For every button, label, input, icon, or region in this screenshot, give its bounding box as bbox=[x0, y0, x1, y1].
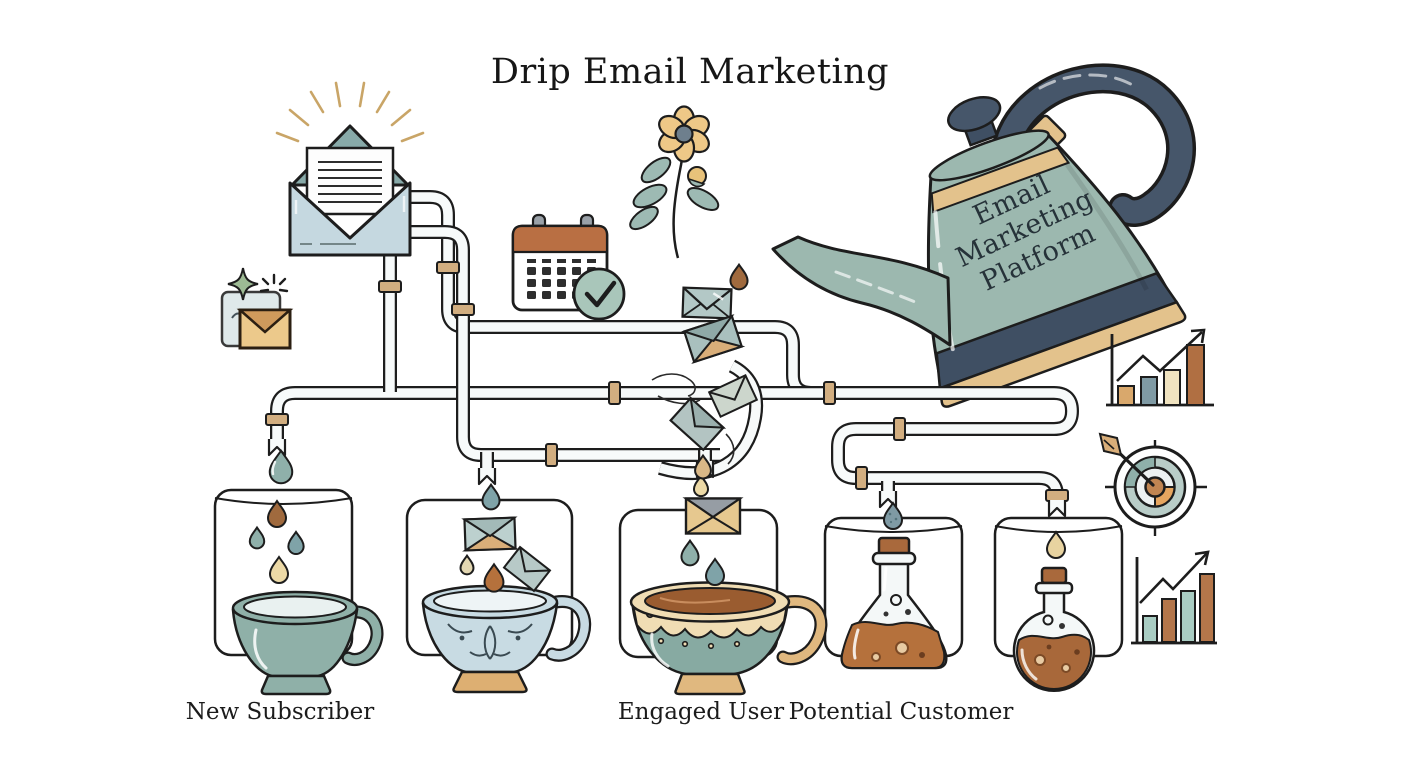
pipe-lower-left-run bbox=[270, 386, 800, 445]
pipe-right-loop bbox=[740, 386, 1080, 506]
kettle-knob bbox=[947, 95, 1002, 133]
envelope-icon bbox=[682, 497, 744, 535]
envelope-icon bbox=[502, 545, 552, 593]
round-flask bbox=[1012, 566, 1096, 692]
sparkle-envelope-icon bbox=[220, 267, 294, 350]
calendar-check-icon bbox=[511, 213, 626, 321]
kettle-body bbox=[926, 95, 1187, 408]
pipe-middle-run bbox=[402, 225, 720, 462]
pipe-coupler bbox=[265, 413, 289, 426]
drop-cream bbox=[1047, 532, 1065, 558]
water-drops bbox=[250, 265, 1065, 592]
pipe-coupler bbox=[608, 381, 621, 405]
pipe-coupler bbox=[823, 381, 836, 405]
drop-teal bbox=[288, 532, 303, 554]
envelopes-in-pipes bbox=[461, 286, 759, 593]
check-icon bbox=[584, 280, 617, 308]
envelope-icon bbox=[681, 314, 746, 364]
cork bbox=[1040, 566, 1068, 585]
kettle bbox=[771, 63, 1197, 408]
floral-motif bbox=[447, 623, 533, 660]
teal-cup bbox=[231, 590, 384, 696]
pipe-coupler bbox=[1045, 489, 1069, 502]
envelope-icon bbox=[669, 395, 727, 452]
envelope-body bbox=[288, 181, 412, 257]
line-chart-growth-icon bbox=[1131, 550, 1217, 645]
kettle-handle bbox=[993, 63, 1197, 227]
envelope-icon bbox=[461, 516, 520, 552]
kettle-lid bbox=[928, 129, 1050, 182]
spout-end bbox=[477, 468, 497, 486]
pipe-coupler bbox=[451, 303, 475, 316]
erlenmeyer-flask bbox=[840, 536, 948, 670]
drop-teal bbox=[706, 559, 724, 585]
pipe-coupler bbox=[378, 280, 402, 293]
bar-chart-growth-icon bbox=[1106, 328, 1214, 407]
drop-brown bbox=[730, 265, 747, 290]
drop-cream bbox=[270, 557, 288, 583]
pipe-coupler bbox=[436, 261, 460, 274]
flower-icon bbox=[629, 105, 720, 259]
pipe-coupler bbox=[893, 417, 906, 441]
thread-squiggles bbox=[651, 373, 735, 465]
pipe-network bbox=[265, 190, 1080, 518]
open-envelope-burst bbox=[275, 81, 425, 257]
check-circle bbox=[572, 267, 626, 321]
target-arrow-icon bbox=[1098, 432, 1207, 536]
spout-end bbox=[1047, 500, 1067, 518]
drop-brown bbox=[268, 501, 286, 527]
drop-teal bbox=[270, 451, 293, 484]
burst-icon bbox=[259, 273, 289, 293]
ray-burst-icon bbox=[275, 81, 425, 143]
kettle-spout bbox=[771, 235, 952, 347]
envelope-icon bbox=[707, 373, 759, 419]
drop-teal bbox=[250, 528, 264, 549]
pipe-top-run bbox=[402, 190, 830, 400]
drop-tan bbox=[695, 456, 711, 479]
drop-cream bbox=[461, 556, 474, 575]
drop-teal bbox=[884, 503, 902, 529]
envelope-icon bbox=[681, 286, 733, 320]
drop-brown bbox=[485, 564, 504, 591]
letter-icon bbox=[305, 146, 395, 216]
pipe-coupler bbox=[545, 443, 558, 467]
coffee-teacup bbox=[629, 581, 828, 696]
arrow-fletching bbox=[1098, 432, 1123, 457]
drop-cream bbox=[694, 476, 708, 496]
pipe-coupler bbox=[855, 466, 868, 490]
drop-teal bbox=[482, 485, 499, 510]
drop-teal bbox=[681, 541, 698, 566]
sparkle-icon bbox=[227, 267, 259, 301]
